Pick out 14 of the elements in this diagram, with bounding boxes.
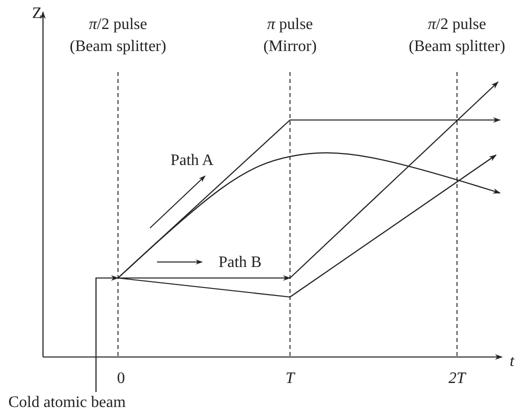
path-label: Path A: [170, 153, 214, 169]
pulse-role-label: (Beam splitter): [408, 39, 506, 55]
pulse-role-label: (Mirror): [263, 39, 317, 55]
path-label: Path B: [218, 255, 262, 271]
pulse-label: π pulse: [267, 17, 313, 33]
tick-label: 0: [117, 371, 125, 387]
pulse-label: π/2 pulse: [428, 17, 486, 33]
pulse-role-label: (Beam splitter): [70, 39, 166, 55]
tick-label: T: [286, 371, 294, 387]
source-label: Cold atomic beam: [8, 395, 126, 411]
tick-label: 2T: [448, 371, 466, 387]
axis-label: Z: [32, 6, 42, 22]
pulse-label: π/2 pulse: [88, 17, 148, 33]
axis-label: t: [510, 354, 514, 370]
